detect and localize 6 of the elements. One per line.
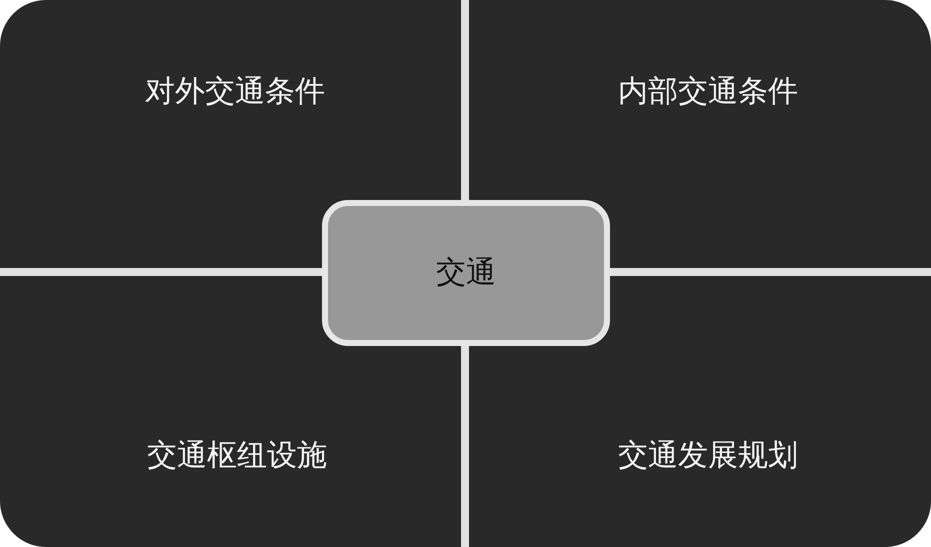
center-box [322,200,610,346]
panel-title: 交通发展规划 [618,441,798,471]
panel-title: 内部交通条件 [618,77,798,107]
panel-title: 对外交通条件 [145,77,325,107]
panel-title: 交通枢纽设施 [147,441,327,471]
box-label: 交通 [436,258,496,288]
